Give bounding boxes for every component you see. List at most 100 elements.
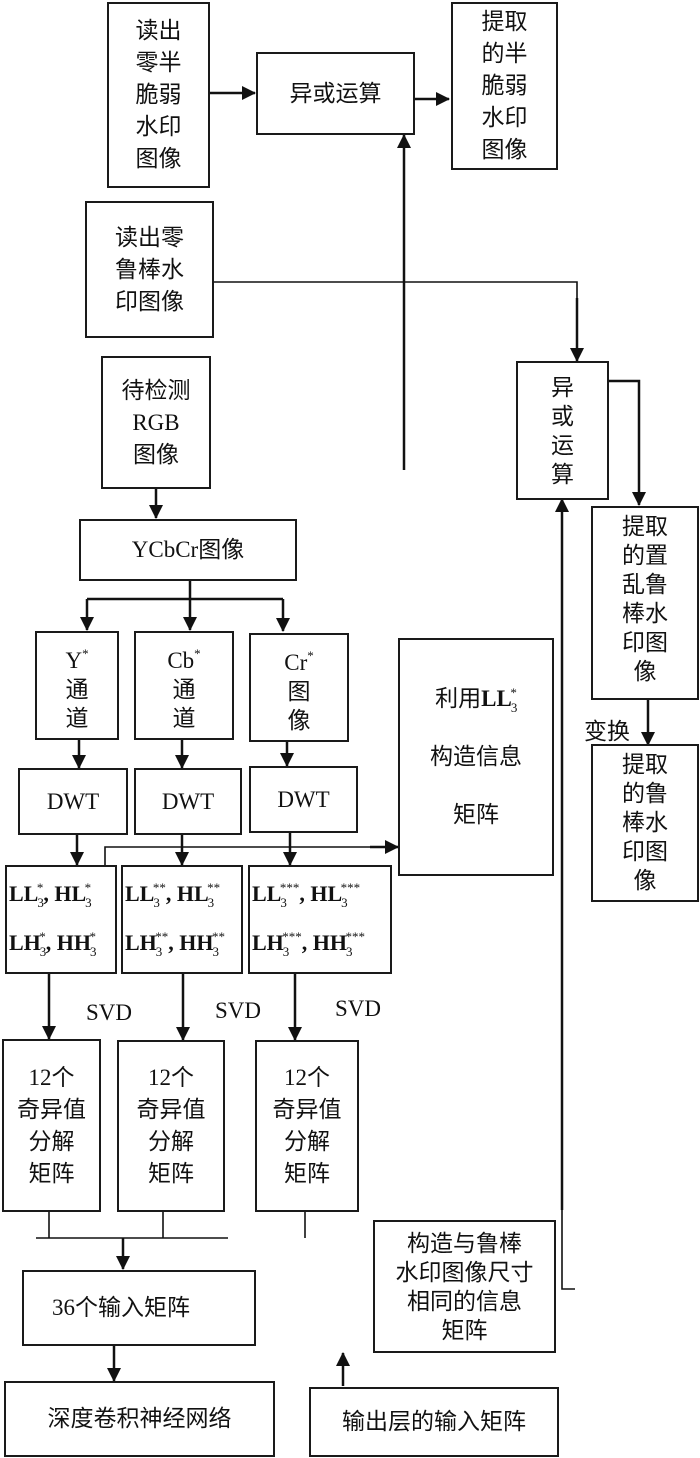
node-text: 分解 bbox=[28, 1128, 75, 1154]
node-text: 水印 bbox=[481, 105, 528, 130]
node-y-channel: Y* 通 道 bbox=[35, 631, 119, 740]
node-text: YCbCr图像 bbox=[131, 537, 245, 562]
node-text: 12个 bbox=[148, 1065, 194, 1090]
node-text: 运 bbox=[551, 432, 574, 458]
node-text: 像 bbox=[633, 868, 657, 893]
edge-label-transform: 变换 bbox=[584, 719, 630, 744]
node-text: 相同的信息 bbox=[407, 1288, 522, 1314]
node-text: 零半 bbox=[135, 50, 182, 75]
node-text: 图 bbox=[287, 678, 311, 704]
node-subbands-cb: LL3**, HL3** LH3**, HH3** bbox=[121, 865, 243, 974]
subband-row: LH3**, HH3** bbox=[125, 928, 226, 959]
node-text: 提取 bbox=[622, 514, 668, 539]
node-text: 印图 bbox=[622, 839, 668, 864]
node-dwt-cb: DWT bbox=[134, 768, 242, 835]
subband-row: LH3***, HH3*** bbox=[252, 928, 366, 959]
node-construct-info-matrix-ll: 利用LL3* 构造信息 矩阵 bbox=[398, 638, 554, 876]
channel-head: Cr* bbox=[284, 647, 314, 675]
subband-row: LL3**, HL3** bbox=[125, 879, 221, 910]
node-text: 矩阵 bbox=[284, 1161, 330, 1186]
node-text: 构造与鲁棒 bbox=[407, 1230, 522, 1256]
node-text: 的置 bbox=[622, 543, 668, 568]
edge-xorright-scrambled bbox=[608, 379, 646, 506]
node-output-layer-input-matrix: 输出层的输入矩阵 bbox=[309, 1387, 559, 1457]
node-text: 图像 bbox=[481, 137, 528, 162]
node-text: 读出零 bbox=[115, 224, 184, 250]
node-construct-same-size-info-matrix: 构造与鲁棒 水印图像尺寸 相同的信息 矩阵 bbox=[373, 1220, 556, 1353]
node-dwt-y: DWT bbox=[18, 768, 128, 835]
node-text: 异 bbox=[551, 374, 574, 400]
node-read-semi-fragile-watermark: 读出 零半 脆弱 水印 图像 bbox=[107, 2, 210, 188]
node-text: 矩阵 bbox=[148, 1161, 194, 1186]
node-text: RGB bbox=[132, 409, 180, 435]
node-text: 12个 bbox=[28, 1064, 75, 1090]
subband-row: LL3*, HL3* bbox=[9, 879, 92, 910]
node-ycbcr-image: YCbCr图像 bbox=[79, 519, 297, 581]
node-text: 像 bbox=[287, 707, 311, 733]
node-read-robust-watermark: 读出零 鲁棒水 印图像 bbox=[85, 201, 214, 338]
node-svd-matrices-cb: 12个 奇异值 分解 矩阵 bbox=[117, 1040, 225, 1212]
edge-label-svd-3: SVD bbox=[335, 996, 382, 1021]
node-text: 图像 bbox=[135, 146, 182, 171]
node-text: 棒水 bbox=[622, 601, 668, 626]
node-text: 提取 bbox=[622, 752, 668, 777]
node-text: 脆弱 bbox=[135, 82, 182, 107]
node-subbands-cr: LL3***, HL3*** LH3***, HH3*** bbox=[248, 865, 392, 974]
node-text: 通 bbox=[172, 676, 196, 702]
node-text: 水印 bbox=[135, 114, 182, 139]
node-text: 分解 bbox=[284, 1129, 330, 1154]
channel-head: Y* bbox=[65, 645, 89, 673]
node-text: 待检测 bbox=[121, 377, 191, 403]
node-input-rgb-image: 待检测 RGB 图像 bbox=[101, 356, 211, 489]
node-text: 道 bbox=[172, 705, 196, 731]
node-text: 像 bbox=[633, 659, 657, 684]
node-deep-cnn: 深度卷积神经网络 bbox=[4, 1381, 275, 1457]
node-text: 的半 bbox=[481, 41, 528, 66]
node-text: 或 bbox=[551, 403, 574, 429]
node-text: 深度卷积神经网络 bbox=[47, 1406, 232, 1431]
node-xor-right: 异 或 运 算 bbox=[516, 361, 609, 500]
edge-samesize-xorright bbox=[561, 1200, 575, 1290]
channel-head: Cb* bbox=[167, 645, 201, 673]
node-text: 提取 bbox=[481, 9, 528, 34]
node-text: 印图像 bbox=[115, 288, 184, 314]
node-text: DWT bbox=[46, 788, 100, 814]
node-text: 的鲁 bbox=[622, 781, 668, 806]
node-text: 构造信息 bbox=[430, 744, 522, 769]
node-text: 12个 bbox=[284, 1065, 330, 1090]
node-text: 矩阵 bbox=[28, 1160, 75, 1186]
subband-row: LH3*, HH3* bbox=[9, 928, 97, 959]
node-text: 印图 bbox=[622, 630, 668, 655]
node-dwt-cr: DWT bbox=[249, 766, 358, 833]
node-text: 棒水 bbox=[622, 810, 668, 835]
node-text: 算 bbox=[551, 461, 574, 487]
node-text: DWT bbox=[161, 788, 215, 814]
edge-subbandY-infoLL bbox=[104, 846, 380, 867]
node-text: 36个输入矩阵 bbox=[52, 1295, 190, 1320]
edge-label-svd-2: SVD bbox=[215, 998, 262, 1023]
node-text: 异或运算 bbox=[289, 80, 382, 106]
node-xor-top: 异或运算 bbox=[256, 52, 415, 135]
subband-row: LL3***, HL3*** bbox=[252, 879, 361, 910]
node-text: 乱鲁 bbox=[622, 572, 668, 597]
node-extracted-robust-watermark: 提取 的鲁 棒水 印图 像 bbox=[591, 744, 699, 902]
node-36-input-matrices: 36个输入矩阵 bbox=[22, 1270, 256, 1346]
node-text: 读出 bbox=[135, 18, 182, 43]
node-text: 图像 bbox=[133, 441, 179, 467]
node-svd-matrices-y: 12个 奇异值 分解 矩阵 bbox=[2, 1039, 101, 1212]
node-text: 矩阵 bbox=[441, 1317, 488, 1343]
node-text: DWT bbox=[277, 786, 330, 812]
node-text: 输出层的输入矩阵 bbox=[342, 1409, 526, 1434]
edge-label-svd-1: SVD bbox=[86, 1000, 133, 1025]
node-text-ll: 利用LL3* bbox=[435, 685, 518, 715]
node-text: 通 bbox=[65, 676, 89, 702]
node-cb-channel: Cb* 通 道 bbox=[134, 631, 234, 740]
node-cr-image: Cr* 图 像 bbox=[249, 633, 349, 742]
node-text: 分解 bbox=[148, 1129, 194, 1154]
node-text: 鲁棒水 bbox=[115, 256, 184, 282]
node-text: 奇异值 bbox=[272, 1097, 342, 1122]
edge-readrobust-xorright bbox=[213, 281, 578, 300]
node-text: 奇异值 bbox=[17, 1096, 86, 1122]
node-subbands-y: LL3*, HL3* LH3*, HH3* bbox=[5, 865, 117, 974]
